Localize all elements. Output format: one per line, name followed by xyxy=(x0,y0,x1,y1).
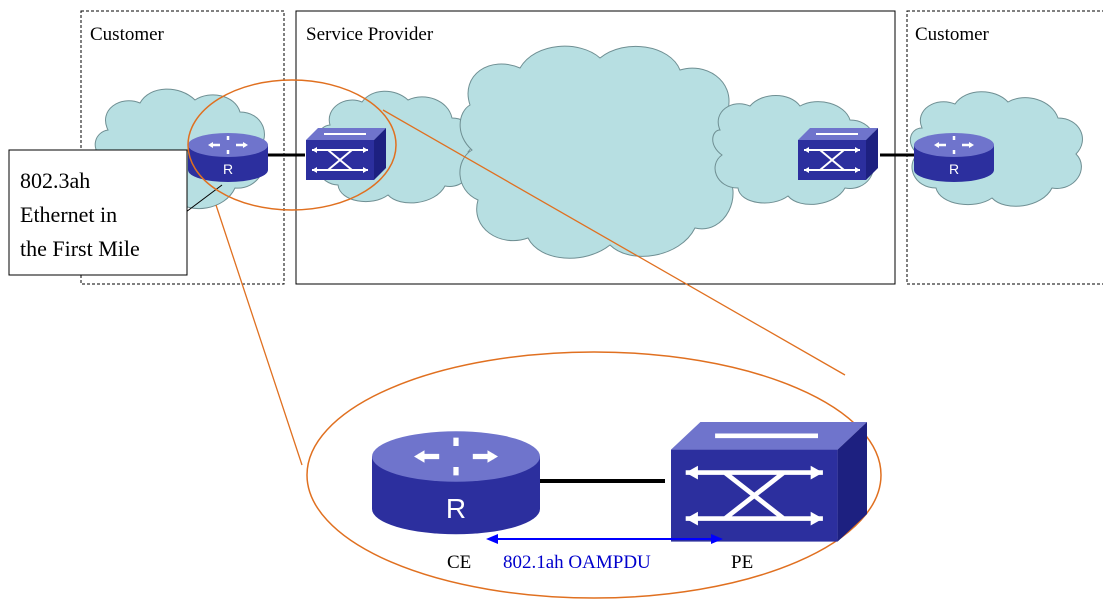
switch-right-icon xyxy=(797,127,879,181)
ce-label: CE xyxy=(447,552,471,573)
oampdu-label: 802.1ah OAMPDU xyxy=(503,552,651,573)
callout-line-2: Ethernet in xyxy=(20,202,117,227)
router-left-icon: R xyxy=(186,131,270,184)
customer-right-title: Customer xyxy=(915,24,990,45)
oampdu-arrowhead-left xyxy=(486,534,498,544)
callout-line-1: 802.3ah xyxy=(20,168,90,193)
oampdu-arrowhead-right xyxy=(711,534,723,544)
callout-line-3: the First Mile xyxy=(20,236,140,261)
customer-left-box xyxy=(80,10,285,285)
ce-router-letter: R xyxy=(446,493,466,524)
service-provider-title: Service Provider xyxy=(306,24,434,45)
router-left-letter: R xyxy=(223,161,233,177)
zoom-detail-ellipse xyxy=(306,351,882,599)
zoom-line-left xyxy=(215,204,303,466)
service-provider-box xyxy=(295,10,896,285)
pe-label: PE xyxy=(731,552,753,573)
callout-box xyxy=(8,149,188,276)
callout-pointer xyxy=(181,184,223,216)
zoom-line-right xyxy=(382,109,846,376)
pe-switch-icon xyxy=(671,422,867,542)
provider-cloud-center xyxy=(459,45,745,259)
switch-left-icon xyxy=(305,127,387,181)
router-right-icon: R xyxy=(912,131,996,184)
router-right-letter: R xyxy=(949,161,959,177)
customer-left-title: Customer xyxy=(90,24,165,45)
customer-right-box xyxy=(906,10,1103,285)
zoom-source-ellipse xyxy=(187,79,397,211)
